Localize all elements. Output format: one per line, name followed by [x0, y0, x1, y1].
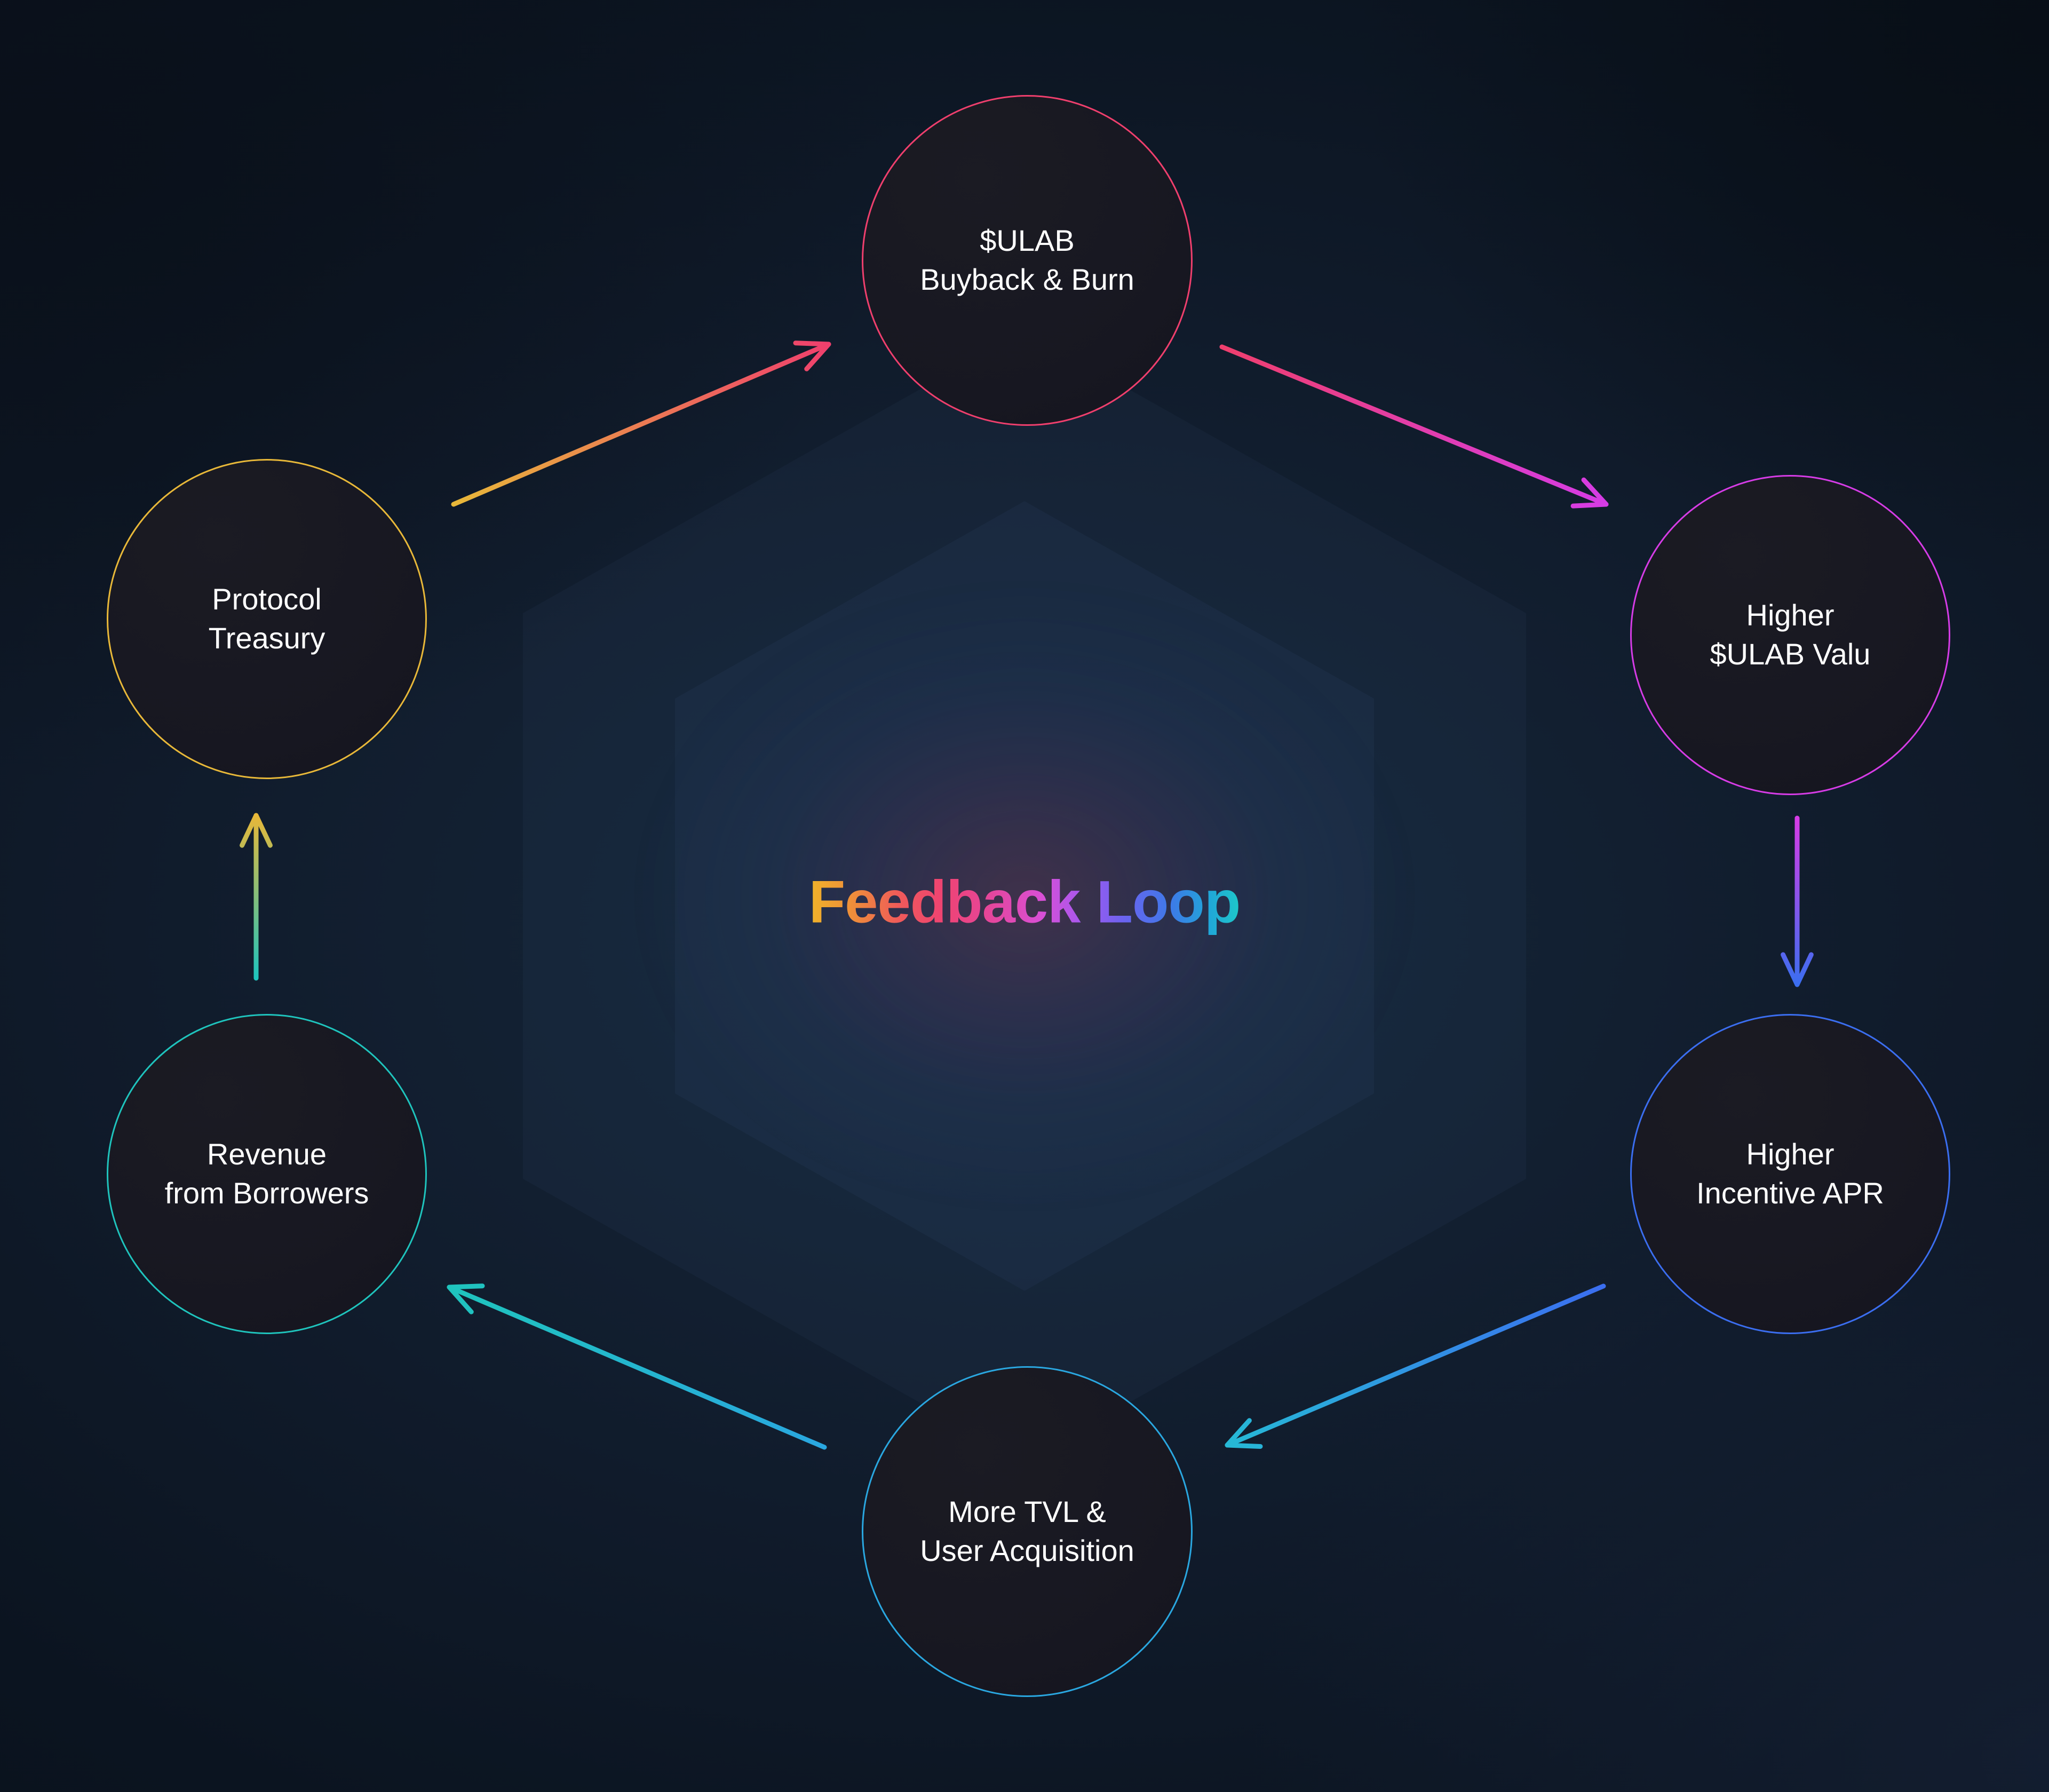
- node-label-line2: Treasury: [208, 621, 325, 655]
- node-label: $ULAB Buyback & Burn: [920, 221, 1134, 299]
- node-label-line1: Higher: [1746, 598, 1834, 632]
- node-higher-ulab-value[interactable]: Higher $ULAB Valu: [1630, 475, 1950, 795]
- node-more-tvl-user-acquisition[interactable]: More TVL & User Acquisition: [862, 1366, 1193, 1697]
- node-label-line2: User Acquisition: [920, 1534, 1134, 1567]
- node-label: Higher $ULAB Valu: [1710, 596, 1871, 674]
- node-label-line1: Revenue: [207, 1137, 327, 1171]
- node-label-line1: $ULAB: [980, 224, 1075, 258]
- center-title: Feedback Loop: [808, 868, 1241, 935]
- node-revenue-from-borrowers[interactable]: Revenue from Borrowers: [107, 1014, 427, 1334]
- node-label-line2: from Borrowers: [164, 1176, 369, 1210]
- node-label-line2: Buyback & Burn: [920, 263, 1134, 296]
- node-label-line1: Protocol: [212, 582, 322, 616]
- node-label: More TVL & User Acquisition: [920, 1493, 1134, 1571]
- center-radial-glow: [624, 576, 1425, 1216]
- node-label-line2: $ULAB Valu: [1710, 637, 1871, 671]
- node-label: Revenue from Borrowers: [165, 1135, 369, 1213]
- node-label-line1: More TVL &: [948, 1495, 1106, 1529]
- node-label-line1: Higher: [1746, 1137, 1834, 1171]
- node-buyback-burn[interactable]: $ULAB Buyback & Burn: [862, 95, 1193, 426]
- node-label-line2: Incentive APR: [1696, 1176, 1884, 1210]
